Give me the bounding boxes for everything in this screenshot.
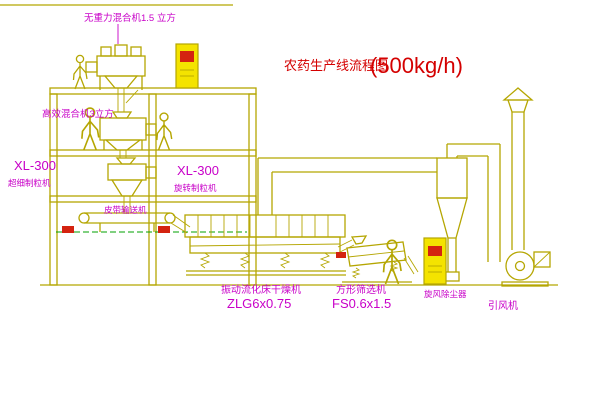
- dryer-exhaust-duct: [257, 157, 437, 215]
- diagram-title: 农药生产线流程图: [284, 58, 388, 73]
- label-fan: 引风机: [488, 299, 518, 312]
- vibration-spring: [199, 252, 211, 269]
- belt-conveyor: [78, 212, 191, 234]
- label-granulator-mid-model: XL-300: [177, 163, 219, 178]
- control-cabinet-screen: [180, 51, 194, 62]
- mixer-discharge-chute: [119, 150, 127, 158]
- control-cabinet: [175, 43, 199, 89]
- gravity-free-mixer: [85, 44, 146, 90]
- label-dryer-model: ZLG6x0.75: [227, 296, 291, 311]
- label-gravity-free-mixer: 无重力混合机1.5 立方: [84, 12, 176, 24]
- floor-slab-2: [49, 149, 257, 157]
- column-middle: [148, 93, 157, 286]
- column-left: [49, 93, 58, 286]
- induced-draft-fan: [501, 251, 551, 287]
- title-capacity: (500kg/h): [370, 53, 463, 78]
- roof-slab: [49, 87, 257, 95]
- label-dryer-name: 振动流化床干燥机: [221, 283, 301, 296]
- stack-rain-cap: [507, 99, 529, 113]
- vibration-spring: [319, 252, 331, 269]
- square-sieve: [337, 235, 419, 283]
- person-figure: [72, 54, 88, 90]
- vibration-spring: [279, 252, 291, 269]
- label-belt-conveyor: 皮带输送机: [104, 205, 147, 215]
- control-cabinet-2: [423, 237, 447, 285]
- cyclone-outlet-duct: [446, 143, 501, 262]
- alert-marker: [62, 226, 74, 233]
- stack-rain-cap: [502, 87, 534, 101]
- mixer-feed-chute: [117, 88, 139, 112]
- label-sieve-model: FS0.6x1.5: [332, 296, 391, 311]
- rotary-granulator: [107, 157, 157, 212]
- label-dust-collector: 旋风除尘器: [424, 289, 467, 299]
- cyclone-separator: [436, 157, 468, 282]
- column-right: [248, 93, 257, 286]
- vibration-spring: [239, 252, 251, 269]
- high-efficiency-mixer: [99, 111, 157, 151]
- floor-slab-3: [49, 195, 257, 203]
- label-granulator-mid-name: 旋转制粒机: [174, 183, 217, 193]
- label-granulator-left-name: 超细制粒机: [8, 178, 51, 188]
- vibrating-fluid-bed-dryer: [184, 214, 346, 276]
- vibration-spring: [389, 261, 399, 273]
- alert-marker: [336, 252, 346, 258]
- alert-marker: [158, 226, 170, 233]
- exhaust-stack: [502, 87, 534, 250]
- control-cabinet-screen: [428, 246, 442, 256]
- label-high-efficiency-mixer: 高效混合机3立方: [42, 108, 114, 120]
- label-sieve-name: 方形筛选机: [336, 283, 386, 296]
- vibration-spring: [351, 267, 361, 279]
- person-figure: [156, 112, 173, 151]
- label-granulator-left-model: XL-300: [14, 158, 56, 173]
